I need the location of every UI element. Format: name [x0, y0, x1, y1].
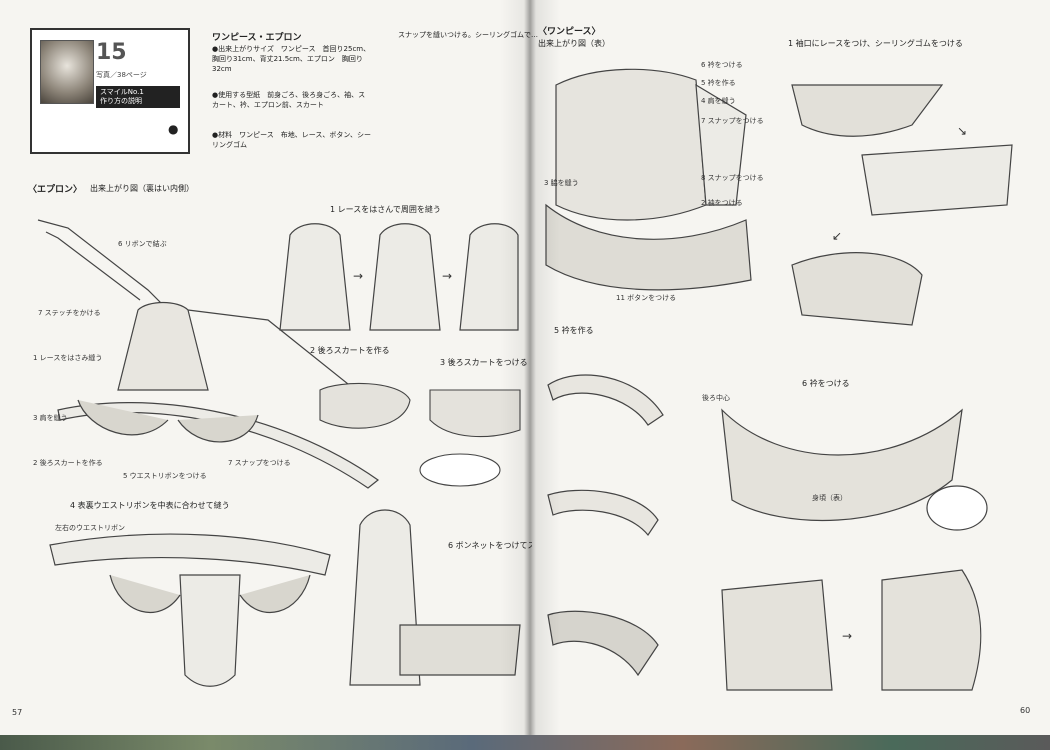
step-6-title: 6 ボンネットをつけてステッチをかける	[448, 541, 591, 550]
spec-size: ●出来上がりサイズ ワンピース 首回り25cm、胸回り31cm、背丈21.5cm…	[212, 45, 371, 73]
section-subtitle-right: 出来上がり図（表）	[538, 39, 610, 48]
book-gutter	[500, 0, 560, 735]
right-page-number: 60	[1020, 706, 1031, 715]
sleeve-b	[861, 144, 1013, 216]
step-4-diagram: 左右のウエストリボン	[49, 523, 331, 687]
step-1-title-right: 1 袖口にレースをつけ、シーリングゴムをつける	[788, 39, 963, 48]
dog-photo	[40, 40, 94, 104]
label-back-skirt: 2 後ろスカートを作る	[33, 458, 103, 467]
dress-skirt	[545, 203, 752, 291]
label-sleeve: 2 袖をつける	[701, 198, 743, 207]
svg-text:↙: ↙	[832, 229, 842, 243]
neck-strap-right	[187, 309, 369, 401]
label-shoulder: 3 肩を縫う	[33, 413, 68, 422]
collar-steps-diagram	[547, 374, 664, 677]
label-snap-8: 8 スナップをつける	[701, 174, 764, 182]
left-page: 15 写真／38ページ スマイルNo.1 作り方の説明 ● ワンピース・エプロン…	[0, 0, 591, 735]
svg-text:→: →	[442, 269, 452, 283]
label-collar: 6 衿をつける	[701, 60, 743, 69]
step-3-title: 3 後ろスカートをつける	[440, 358, 528, 367]
ruffle-right	[239, 574, 311, 613]
label-waist-ribbon: 5 ウエストリボンをつける	[123, 472, 207, 480]
skirt-ruffle-left	[77, 399, 169, 436]
svg-text:→: →	[353, 269, 363, 283]
header-title: ワンピース・エプロン	[212, 33, 302, 43]
bib-step-b	[369, 223, 441, 331]
label-make-collar: 5 衿を作る	[701, 78, 736, 87]
step-5-title-right: 5 衿を作る	[554, 326, 594, 335]
collar-c	[547, 610, 659, 677]
desk-background	[0, 735, 1050, 750]
apron-main-diagram: 6 リボンで結ぶ 7 ステッチをかける 1 レースをはさみ縫う 3 肩を縫う 2…	[33, 219, 380, 489]
step-6-title-right: 6 衿をつける	[802, 379, 850, 388]
label-lace: 1 レースをはさみ縫う	[33, 353, 102, 362]
ruffle-left	[109, 574, 181, 613]
step-2-title: 2 後ろスカートを作る	[310, 346, 390, 355]
section-label-right: 〈ワンピース〉	[538, 27, 601, 37]
tip-bubble-right	[926, 485, 988, 531]
collar-attach-diagram: 身頃（表） 後ろ中心	[702, 393, 988, 531]
bib-step-a	[279, 223, 351, 331]
pattern-number: 15	[96, 40, 127, 65]
label-stitch: 7 ステッチをかける	[38, 309, 101, 317]
left-page-number: 57	[12, 708, 23, 717]
photo-page-ref: 写真／38ページ	[96, 71, 147, 79]
bib-piece	[117, 301, 209, 391]
tip-bubble	[419, 453, 501, 487]
back-skirt-piece	[319, 382, 411, 429]
dress-body	[555, 68, 707, 221]
skirt-ruffle-right	[177, 414, 259, 443]
waist-band	[49, 533, 331, 576]
paw-icon: ●	[168, 122, 179, 136]
sleeve-c	[791, 252, 923, 326]
skirt-attach-diagram: →	[721, 569, 982, 691]
skirt-panel-a	[721, 579, 833, 691]
label-bodice: 身頃（表）	[812, 493, 847, 502]
step-1-diagram: → →	[279, 223, 519, 331]
label-snap-r: 7 スナップをつける	[701, 117, 764, 125]
size-band: スマイルNo.1 作り方の説明	[96, 86, 180, 108]
label-back-center: 後ろ中心	[702, 393, 730, 402]
svg-text:→: →	[842, 629, 852, 643]
label-shoulder-r: 4 肩を縫う	[701, 96, 736, 105]
collar-b	[547, 489, 659, 537]
size-line-1: スマイルNo.1	[100, 88, 144, 96]
sleeve-a	[791, 84, 944, 137]
step-6-diagram	[349, 509, 521, 686]
size-line-2: 作り方の説明	[100, 97, 142, 105]
bib-bottom	[179, 574, 241, 687]
section-label: 〈エプロン〉	[28, 185, 83, 195]
label-tie-ribbon: 6 リボンで結ぶ	[118, 239, 167, 248]
bodice-collar	[721, 408, 963, 522]
neck-strap-left-inner	[45, 231, 141, 301]
label-button: 11 ボタンをつける	[616, 293, 676, 302]
bonnet-skirt	[399, 624, 521, 676]
dress-sleeve	[695, 83, 747, 206]
label-ribbons: 左右のウエストリボン	[55, 523, 125, 532]
dress-main-diagram: 6 衿をつける 5 衿を作る 4 肩を縫う 7 スナップをつける 8 スナップを…	[544, 60, 764, 302]
section-subtitle: 出来上がり図（裏はい内側）	[90, 184, 194, 193]
step-2-3-diagram	[319, 382, 521, 487]
svg-text:↘: ↘	[957, 124, 967, 138]
right-page: スナップを縫いつける。シーリングゴムで… 〈ワンピース〉 出来上がり図（表） 6…	[398, 0, 1050, 735]
sleeve-steps-diagram: ↘ ↙	[791, 84, 1013, 326]
step-1-title: 1 レースをはさんで周囲を縫う	[330, 205, 441, 214]
bib-step-c	[459, 223, 519, 331]
skirt-panel-b	[881, 569, 982, 691]
pattern-badge: 15 写真／38ページ スマイルNo.1 作り方の説明 ●	[30, 28, 190, 154]
step-4-title: 4 表裏ウエストリボンを中表に合わせて縫う	[70, 501, 230, 510]
label-snap: 7 スナップをつける	[228, 459, 291, 467]
collar-a	[547, 374, 664, 426]
label-side: 3 脇を縫う	[544, 178, 579, 187]
spec-patterns: ●使用する型紙 前身ごろ、後ろ身ごろ、袖、スカート、衿、エプロン前、スカート	[212, 91, 366, 109]
skirt-attach-piece	[429, 389, 521, 438]
spec-materials: ●材料 ワンピース 布地、レース、ボタン、シーリングゴム	[212, 131, 371, 149]
continued-text: スナップを縫いつける。シーリングゴムで…	[398, 31, 538, 39]
